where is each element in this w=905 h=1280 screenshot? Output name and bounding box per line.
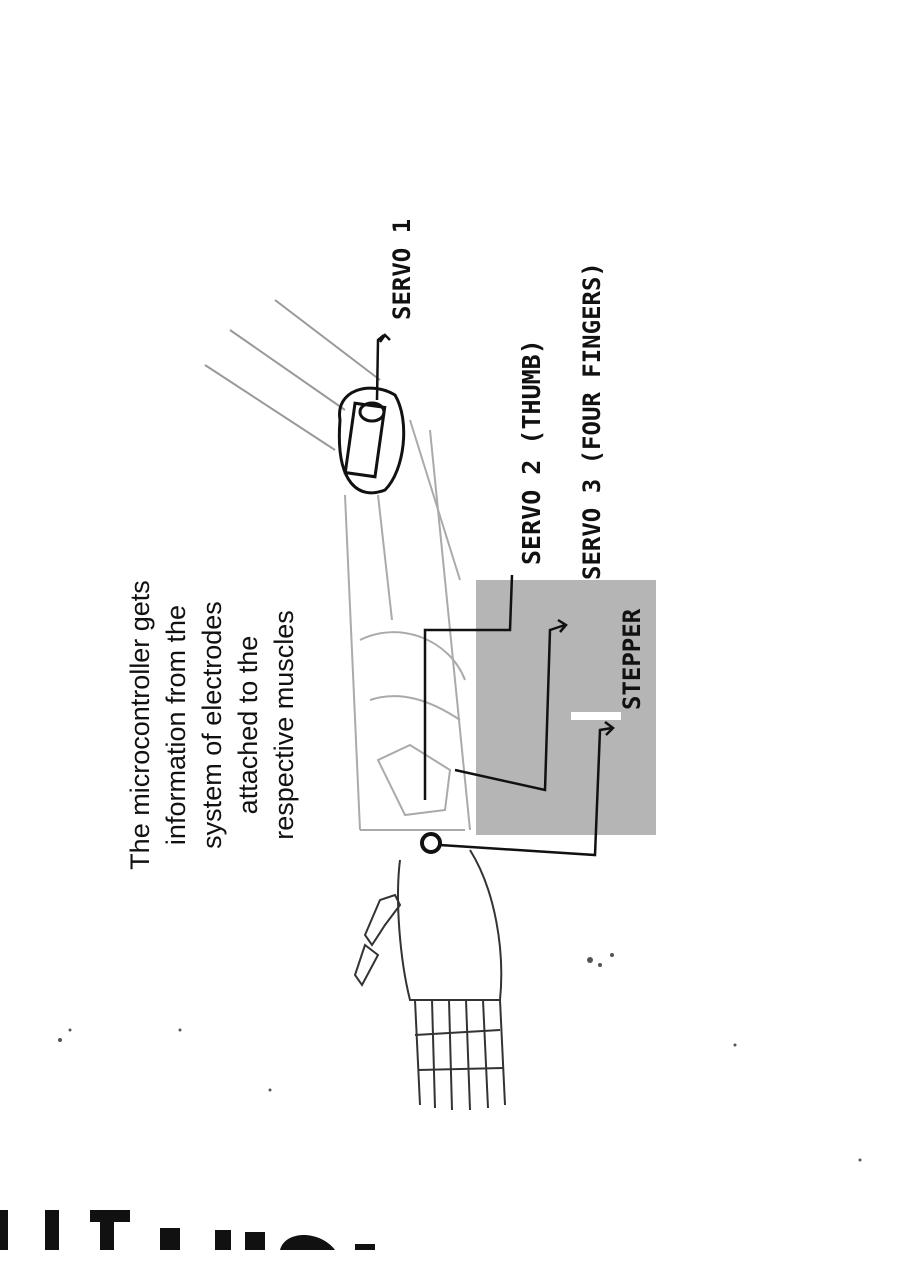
leader-lines <box>375 333 615 857</box>
cropped-page-fragment <box>0 1210 375 1250</box>
servo1-label: SERVO 1 <box>388 219 416 320</box>
caption-line: respective muscles <box>269 610 299 840</box>
upper-arm <box>204 299 381 451</box>
servo2-label: SERVO 2 (THUMB) <box>517 339 546 565</box>
caption-line: attached to the <box>233 635 263 815</box>
stepper-leader <box>439 726 613 857</box>
caption-text: The microcontroller gets information fro… <box>122 555 302 895</box>
servo3-label: SERVO 3 (FOUR FINGERS) <box>578 262 606 580</box>
servo3-leader <box>454 623 566 792</box>
fingers <box>414 999 506 1111</box>
caption-line: system of electrodes <box>197 601 227 849</box>
servo1-leader <box>375 334 385 401</box>
servo2-leader <box>423 574 514 800</box>
wrist-joint <box>420 832 442 854</box>
stepper-label: STEPPER <box>618 608 646 710</box>
gray-highlight-box <box>476 580 656 835</box>
caption-line: information from the <box>161 604 191 846</box>
white-strip <box>571 712 621 720</box>
forearm <box>344 419 471 831</box>
caption-line: The microcontroller gets <box>125 580 155 870</box>
elbow-joint <box>337 386 406 495</box>
noise-specks <box>58 953 862 1162</box>
hand <box>353 849 506 1111</box>
